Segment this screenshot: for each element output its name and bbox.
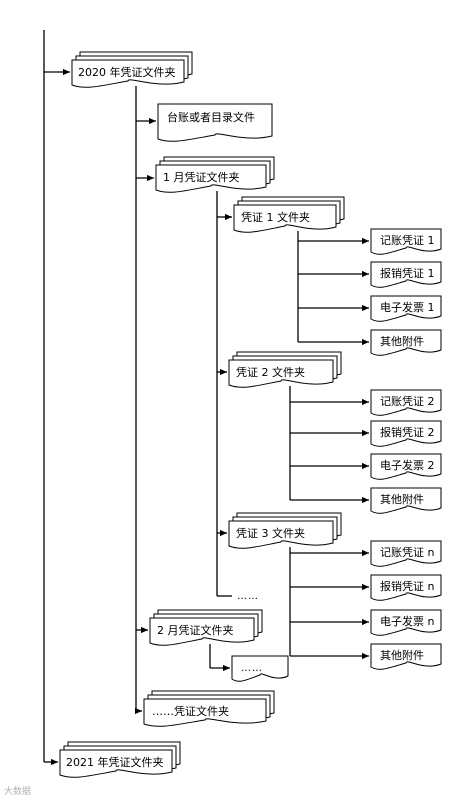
v3-doc-2 bbox=[370, 574, 442, 601]
v1-doc-4-label: 其他附件 bbox=[380, 334, 424, 348]
ledger-file-label: 台账或者目录文件 bbox=[167, 110, 255, 124]
v3-doc-2-label: 报销凭证 n bbox=[380, 579, 434, 593]
v2-doc-4-label: 其他附件 bbox=[380, 492, 424, 506]
v3-doc-1 bbox=[370, 540, 442, 567]
folder-more-vouchers[interactable]: ……凭证文件夹 bbox=[143, 690, 275, 727]
v2-doc-1-label: 记账凭证 2 bbox=[380, 394, 435, 408]
v2-doc-4 bbox=[370, 487, 442, 514]
v1-doc-3 bbox=[370, 295, 442, 322]
folder-2020-label: 2020 年凭证文件夹 bbox=[78, 65, 176, 79]
v1-doc-2 bbox=[370, 261, 442, 288]
folder-feb[interactable]: 2 月凭证文件夹 bbox=[149, 609, 263, 646]
folder-more-vouchers-label: ……凭证文件夹 bbox=[152, 704, 229, 718]
v3-doc-3-label: 电子发票 n bbox=[380, 614, 434, 628]
folder-voucher-1-label: 凭证 1 文件夹 bbox=[241, 210, 310, 224]
v1-doc-1-label: 记账凭证 1 bbox=[380, 233, 435, 247]
v3-doc-3 bbox=[370, 609, 442, 636]
v3-doc-4-label: 其他附件 bbox=[380, 648, 424, 662]
v2-doc-2 bbox=[370, 420, 442, 447]
folder-2020[interactable]: 2020 年凭证文件夹 bbox=[71, 51, 193, 88]
folder-voucher-3-label: 凭证 3 文件夹 bbox=[236, 526, 305, 540]
folder-voucher-2-label: 凭证 2 文件夹 bbox=[236, 365, 305, 379]
more-vouchers-ellipsis: …… bbox=[237, 591, 259, 602]
v1-doc-4 bbox=[370, 329, 442, 356]
folder-jan-label: 1 月凭证文件夹 bbox=[163, 170, 240, 184]
ledger-file bbox=[157, 103, 273, 142]
v3-doc-1-label: 记账凭证 n bbox=[380, 545, 434, 559]
feb-more-ellipsis: …… bbox=[241, 663, 263, 674]
folder-2021[interactable]: 2021 年凭证文件夹 bbox=[59, 741, 181, 778]
v1-doc-3-label: 电子发票 1 bbox=[380, 300, 435, 314]
folder-2021-label: 2021 年凭证文件夹 bbox=[66, 755, 164, 769]
v2-doc-3 bbox=[370, 453, 442, 480]
v2-doc-3-label: 电子发票 2 bbox=[380, 458, 435, 472]
v1-doc-2-label: 报销凭证 1 bbox=[380, 266, 435, 280]
feb-more-doc bbox=[231, 655, 289, 682]
folder-voucher-2[interactable]: 凭证 2 文件夹 bbox=[228, 351, 342, 388]
folder-jan[interactable]: 1 月凭证文件夹 bbox=[155, 156, 275, 193]
folder-feb-label: 2 月凭证文件夹 bbox=[157, 623, 234, 637]
folder-voucher-3[interactable]: 凭证 3 文件夹 bbox=[228, 512, 342, 549]
v2-doc-2-label: 报销凭证 2 bbox=[380, 425, 435, 439]
v1-doc-1 bbox=[370, 228, 442, 255]
folder-voucher-1[interactable]: 凭证 1 文件夹 bbox=[233, 196, 345, 233]
v3-doc-4 bbox=[370, 643, 442, 670]
v2-doc-1 bbox=[370, 389, 442, 416]
watermark: 大数据 bbox=[4, 787, 32, 797]
